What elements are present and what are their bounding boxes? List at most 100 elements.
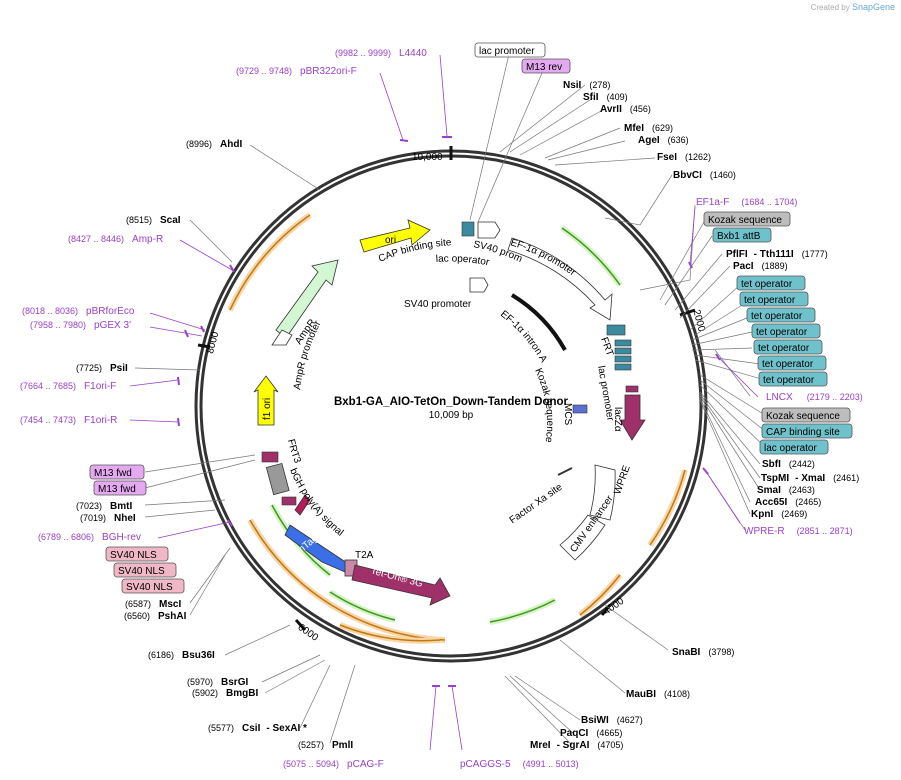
site-pshai[interactable]: (6560)PshAI xyxy=(124,611,187,622)
mtagbfp2-head xyxy=(294,494,311,516)
box-m13-rev[interactable]: M13 rev xyxy=(521,58,571,74)
svg-text:CAP binding site: CAP binding site xyxy=(766,427,840,438)
site-nsii[interactable]: NsiI(278) xyxy=(563,80,610,91)
primer-pbr322ori-f[interactable]: (9729 .. 9748)pBR322ori-F xyxy=(236,66,357,77)
primer-wpre-r[interactable]: WPRE-R(2851 .. 2871) xyxy=(744,526,853,537)
site-bmgbi[interactable]: (5902)BmgBI xyxy=(192,688,258,699)
svg-text:Kozak sequence: Kozak sequence xyxy=(766,411,840,422)
box-tet-operator-5[interactable]: tet operator xyxy=(753,339,823,355)
box-tet-operator-2[interactable]: tet operator xyxy=(739,291,809,307)
snapgene-credit: Created by SnapGene xyxy=(811,2,895,12)
box-sv40-nls-3[interactable]: SV40 NLS xyxy=(121,578,185,594)
site-pflfi[interactable]: PflFI- Tth111I(1777) xyxy=(726,249,828,260)
site-bmti[interactable]: (7023)BmtI xyxy=(76,501,132,512)
site-tspmi[interactable]: TspMI- XmaI(2461) xyxy=(761,473,859,484)
tick-6000 xyxy=(294,618,307,632)
site-pmli[interactable]: (5257)PmlI xyxy=(298,740,353,751)
primer-pcag-f[interactable]: (5075 .. 5094)pCAG-F xyxy=(283,759,384,770)
site-csii[interactable]: (5577)CsiI- SexAI * xyxy=(208,723,307,734)
site-agei[interactable]: AgeI(636) xyxy=(638,135,689,146)
primer-pcaggs-5[interactable]: pCAGGS-5(4991 .. 5013) xyxy=(460,759,579,770)
plasmid-title: Bxb1-GA_AIO-TetOn_Down-Tandem Donor 10,0… xyxy=(334,396,569,421)
sv40-promoter-inner-label: SV40 promoter xyxy=(404,299,472,310)
frt-block xyxy=(606,324,639,393)
site-maubi[interactable]: MauBI(4108) xyxy=(626,689,690,700)
tick-label-10000: 10,000 xyxy=(412,152,443,163)
ef1a-intron-arc xyxy=(510,293,567,351)
box-tet-operator-7[interactable]: tet operator xyxy=(758,371,828,387)
site-fsei[interactable]: FseI(1262) xyxy=(657,152,711,163)
box-tet-operator-6[interactable]: tet operator xyxy=(757,355,827,371)
svg-text:Kozak sequence: Kozak sequence xyxy=(708,215,782,226)
frt3-label: FRT3 xyxy=(285,438,303,465)
site-nhei[interactable]: (7019)NheI xyxy=(80,513,136,524)
svg-text:tet operator: tet operator xyxy=(756,327,808,338)
box-kozak-bottom[interactable]: Kozak sequence xyxy=(761,407,851,423)
site-bbvci[interactable]: BbvCI(1460) xyxy=(673,170,736,181)
site-acc65i[interactable]: Acc65I(2465) xyxy=(755,497,821,508)
site-sbfi[interactable]: SbfI(2442) xyxy=(762,459,815,470)
site-paqci[interactable]: PaqCI(4665) xyxy=(560,728,622,739)
site-bsu36i[interactable]: (6186)Bsu36I xyxy=(148,650,215,661)
box-m13-fwd-1[interactable]: M13 fwd xyxy=(89,464,145,480)
primer-f1ori-r[interactable]: (7454 .. 7473)F1ori-R xyxy=(20,415,117,426)
box-tet-operator-1[interactable]: tet operator xyxy=(736,275,806,291)
svg-text:tet operator: tet operator xyxy=(744,295,796,306)
svg-text:lac operator: lac operator xyxy=(764,443,817,454)
primer-f1ori-f[interactable]: (7664 .. 7685)F1ori-F xyxy=(20,381,116,392)
mcs-box xyxy=(572,404,588,414)
svg-text:M13 rev: M13 rev xyxy=(526,62,562,73)
plasmid-length: 10,009 bp xyxy=(429,410,474,421)
box-bxb1-attb[interactable]: Bxb1 attB xyxy=(712,227,772,243)
site-avrii[interactable]: AvrII(456) xyxy=(600,104,651,115)
site-scai[interactable]: (8515)ScaI xyxy=(126,215,181,226)
box-tet-operator-3[interactable]: tet operator xyxy=(746,307,816,323)
primer-pgex3[interactable]: (7958 .. 7980)pGEX 3' xyxy=(30,320,131,331)
svg-text:tet operator: tet operator xyxy=(763,375,815,386)
site-kpni[interactable]: KpnI(2469) xyxy=(751,509,807,520)
frt-label: FRT xyxy=(598,336,615,358)
box-sv40-nls-1[interactable]: SV40 NLS xyxy=(105,546,169,562)
site-smai[interactable]: SmaI(2463) xyxy=(757,485,815,496)
cmv-enhancer-arrow xyxy=(559,514,606,561)
site-snabi[interactable]: SnaBI(3798) xyxy=(672,647,734,658)
site-mrei[interactable]: MreI- SgrAI(4705) xyxy=(530,740,623,751)
box-m13-fwd-2[interactable]: M13 fwd xyxy=(93,480,147,496)
ori-arrow xyxy=(359,219,431,253)
tick-label-4000: 4000 xyxy=(602,596,627,618)
site-mfei[interactable]: MfeI(629) xyxy=(624,123,673,134)
orf-arc-green-top-line xyxy=(561,227,621,286)
site-paci[interactable]: PacI(1889) xyxy=(733,261,788,272)
orf-arc-green-bottom-line xyxy=(489,599,556,623)
sv40-promoter-top-label: SV40 promoter xyxy=(0,0,524,265)
box-tet-operator-4[interactable]: tet operator xyxy=(751,323,821,339)
svg-text:lac promoter: lac promoter xyxy=(479,46,535,57)
box-cap-binding[interactable]: CAP binding site xyxy=(761,423,853,439)
ori-label: ori xyxy=(385,235,396,246)
primers: (9982 .. 9999)L4440 (9729 .. 9748)pBR322… xyxy=(20,48,863,770)
svg-text:tet operator: tet operator xyxy=(762,359,814,370)
box-kozak-top[interactable]: Kozak sequence xyxy=(703,211,791,227)
primer-l4440[interactable]: (9982 .. 9999)L4440 xyxy=(335,48,427,59)
primer-lncx[interactable]: LNCX(2179 .. 2203) xyxy=(766,392,863,403)
credit-brand: SnapGene xyxy=(851,2,895,12)
primer-bgh-rev[interactable]: (6789 .. 6806)BGH-rev xyxy=(38,532,141,543)
primer-pbrforeco[interactable]: (8018 .. 8036)pBRforEco xyxy=(22,306,135,317)
orf-arc-right-line xyxy=(649,469,686,546)
site-ahdi[interactable]: (8996)AhdI xyxy=(186,139,242,150)
site-msci[interactable]: (6587)MscI xyxy=(125,599,181,610)
lacz-label: lacZα xyxy=(612,407,623,432)
box-sv40-nls-2[interactable]: SV40 NLS xyxy=(113,562,177,578)
site-psii[interactable]: (7725)PsiI xyxy=(76,363,128,374)
site-bsiwi[interactable]: BsiWI(4627) xyxy=(581,715,643,726)
primer-amp-r[interactable]: (8427 .. 8446)Amp-R xyxy=(68,234,163,245)
tick-label-6000: 6000 xyxy=(295,622,320,644)
site-bsrgi[interactable]: (5970)BsrGI xyxy=(187,677,248,688)
box-lac-promoter[interactable]: lac promoter xyxy=(474,42,546,58)
primer-ef1a-f[interactable]: EF1a-F(1684 .. 1704) xyxy=(696,197,797,208)
box-lac-operator[interactable]: lac operator xyxy=(759,439,829,455)
site-sfii[interactable]: SfiI(409) xyxy=(583,92,628,103)
cmv-enhancer-label: CMV enhancer xyxy=(568,493,616,554)
leader-lines xyxy=(134,49,766,746)
